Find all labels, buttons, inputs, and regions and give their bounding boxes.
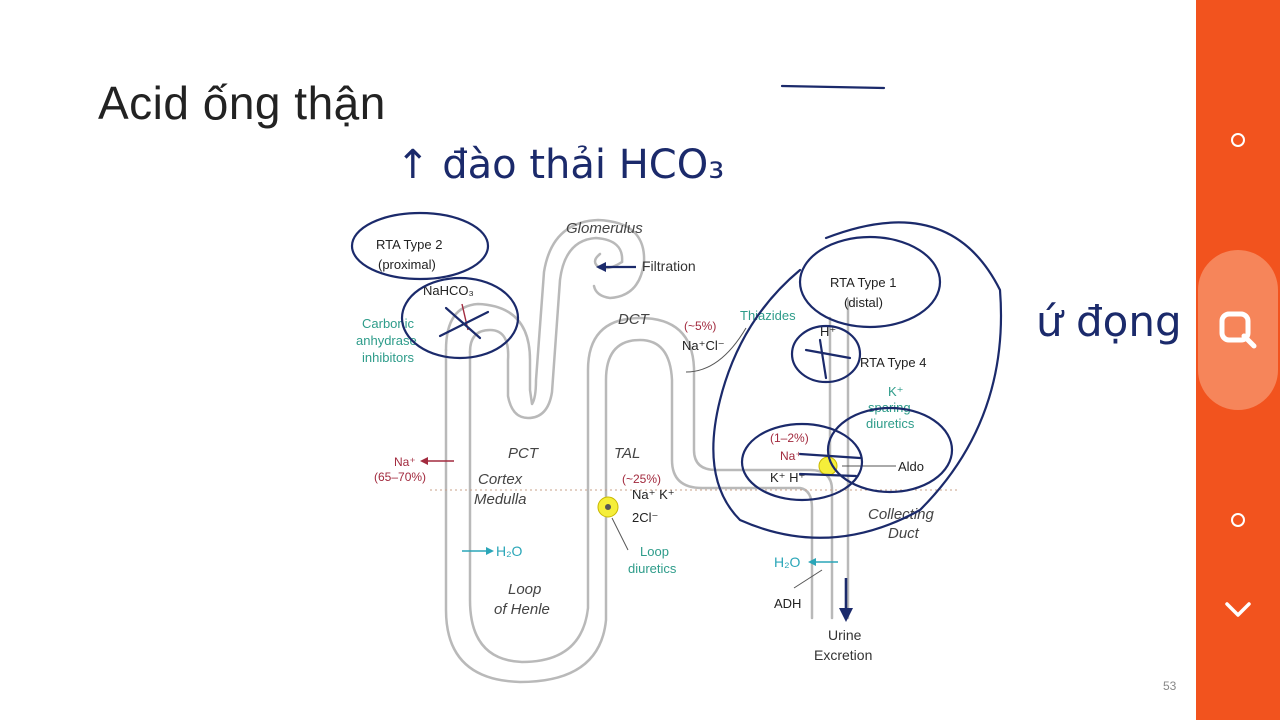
urine-label-1: Urine xyxy=(828,627,862,643)
medulla-label: Medulla xyxy=(474,491,527,508)
loop-henle-label-2: of Henle xyxy=(494,601,550,618)
sidebar-circle-button-top[interactable] xyxy=(1196,120,1280,160)
h2o-right-label: H₂O xyxy=(774,554,801,570)
urine-arrowhead xyxy=(839,608,853,622)
tal-label: TAL xyxy=(614,445,640,462)
rta1-label-line1: RTA Type 1 xyxy=(830,275,897,290)
rta2-label-line2: (proximal) xyxy=(378,257,436,272)
circle-icon xyxy=(1231,513,1245,527)
h2o-left-arrowhead xyxy=(486,547,494,555)
page-number: 53 xyxy=(1163,679,1177,693)
sidebar-search-button[interactable] xyxy=(1196,300,1280,360)
sidebar-collapse-button[interactable] xyxy=(1196,588,1280,632)
circle-icon xyxy=(1231,133,1245,147)
nahco3-label: NaHCO₃ xyxy=(423,283,474,298)
carbonic-label-1: Carbonic xyxy=(362,316,415,331)
na-left-label: Na⁺ xyxy=(394,455,416,469)
sidebar-circle-button-bottom[interactable] xyxy=(1196,500,1280,540)
rta4-label: RTA Type 4 xyxy=(860,355,927,370)
tal-pct-label: (~25%) xyxy=(622,472,661,486)
nephron-tubule xyxy=(444,218,850,684)
cd-pct-label: (1–2%) xyxy=(770,431,809,445)
handwritten-top-note: ↑ đào thải HCO₃ xyxy=(396,142,724,188)
sidebar-active-highlight xyxy=(1198,250,1278,410)
glomerulus-label: Glomerulus xyxy=(566,220,643,237)
filtration-arrowhead xyxy=(596,262,606,272)
nephron-diagram: Glomerulus Filtration RTA Type 2 (proxim… xyxy=(350,84,1182,684)
urine-label-2: Excretion xyxy=(814,647,872,663)
thiazides-pointer xyxy=(685,327,747,373)
floating-sidebar xyxy=(1196,0,1280,720)
slide-title: Acid ống thận xyxy=(98,77,386,129)
cortex-label: Cortex xyxy=(478,471,523,488)
dct-label: DCT xyxy=(618,311,651,328)
adh-pointer xyxy=(793,569,823,589)
h-plus-label: H⁺ xyxy=(820,324,836,339)
na-left-arrowhead xyxy=(420,457,428,465)
rta1-label-line2: (distal) xyxy=(844,295,883,310)
pct-label: PCT xyxy=(508,445,540,462)
aldo-label: Aldo xyxy=(898,459,924,474)
k-sparing-label-1: K⁺ xyxy=(888,384,904,399)
chevron-down-icon xyxy=(1225,602,1251,617)
k-sparing-label-3: diuretics xyxy=(866,416,915,431)
dct-pct-label: (~5%) xyxy=(684,319,716,333)
enac-channel xyxy=(818,456,838,476)
loop-diuretics-label-2: diuretics xyxy=(628,561,677,576)
na-left-pct-label: (65–70%) xyxy=(374,470,426,484)
filtration-label: Filtration xyxy=(642,258,696,274)
thiazides-label: Thiazides xyxy=(740,308,796,323)
tal-na-k-label: Na⁺ K⁺ xyxy=(632,487,675,502)
nkcc-transporter-core xyxy=(605,504,611,510)
dct-nacl-label: Na⁺Cl⁻ xyxy=(682,338,725,353)
handwritten-right-note: ứ đọng xyxy=(1036,297,1182,346)
tal-cl-label: 2Cl⁻ xyxy=(632,510,658,525)
cd-kh-label: K⁺ H⁺ xyxy=(770,470,805,485)
handwritten-annotations xyxy=(350,84,1003,539)
collecting-label-2: Duct xyxy=(888,525,920,542)
carbonic-label-2: anhydrase xyxy=(356,333,417,348)
cd-na-label: Na⁺ xyxy=(780,449,802,463)
rta2-label-line1: RTA Type 2 xyxy=(376,237,443,252)
h2o-left-label: H₂O xyxy=(496,543,523,559)
loop-diuretics-label-1: Loop xyxy=(640,544,669,559)
slide: Acid ống thận Glomerulus Filtration xyxy=(98,77,1182,693)
search-icon xyxy=(1219,311,1257,349)
adh-label: ADH xyxy=(774,596,801,611)
loop-henle-label-1: Loop xyxy=(508,581,541,598)
carbonic-label-3: inhibitors xyxy=(362,350,415,365)
loop-diuretics-pointer xyxy=(611,517,629,551)
h2o-right-arrowhead xyxy=(808,558,816,566)
